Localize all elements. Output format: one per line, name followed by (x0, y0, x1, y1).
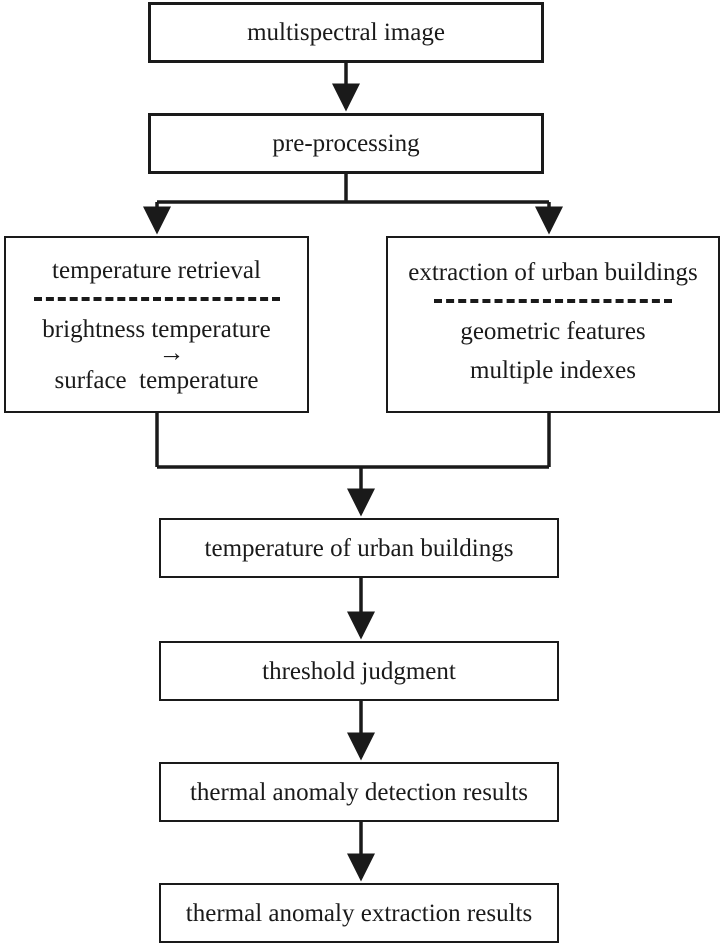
node-threshold-judgment: threshold judgment (159, 641, 559, 701)
geometric-features-label: geometric features (460, 318, 646, 345)
right-arrow-icon: → (158, 338, 185, 367)
node-temperature-of-urban-buildings: temperature of urban buildings (159, 518, 559, 578)
dashed-separator (33, 297, 280, 301)
node-pre-processing: pre-processing (148, 113, 544, 174)
node-extraction-results: thermal anomaly extraction results (159, 883, 559, 943)
multiple-indexes-label: multiple indexes (470, 357, 636, 384)
detection-results-label: thermal anomaly detection results (189, 778, 529, 806)
node-detection-results: thermal anomaly detection results (159, 762, 559, 822)
extraction-results-label: thermal anomaly extraction results (185, 899, 533, 927)
temperature-retrieval-title: temperature retrieval (52, 257, 261, 284)
dashed-separator (434, 299, 672, 303)
node-multispectral-image: multispectral image (148, 2, 544, 63)
node-multispectral-image-label: multispectral image (247, 19, 445, 46)
extraction-buildings-title: extraction of urban buildings (408, 259, 698, 286)
node-pre-processing-label: pre-processing (272, 130, 420, 157)
node-temperature-retrieval: temperature retrieval brightness tempera… (4, 236, 309, 413)
threshold-judgment-label: threshold judgment (262, 657, 456, 685)
temperature-of-buildings-label: temperature of urban buildings (204, 534, 514, 562)
surface-temperature-label: surface temperature (54, 367, 259, 394)
node-extraction-urban-buildings: extraction of urban buildings geometric … (386, 236, 720, 413)
brightness-temperature-label: brightness temperature (42, 316, 271, 343)
